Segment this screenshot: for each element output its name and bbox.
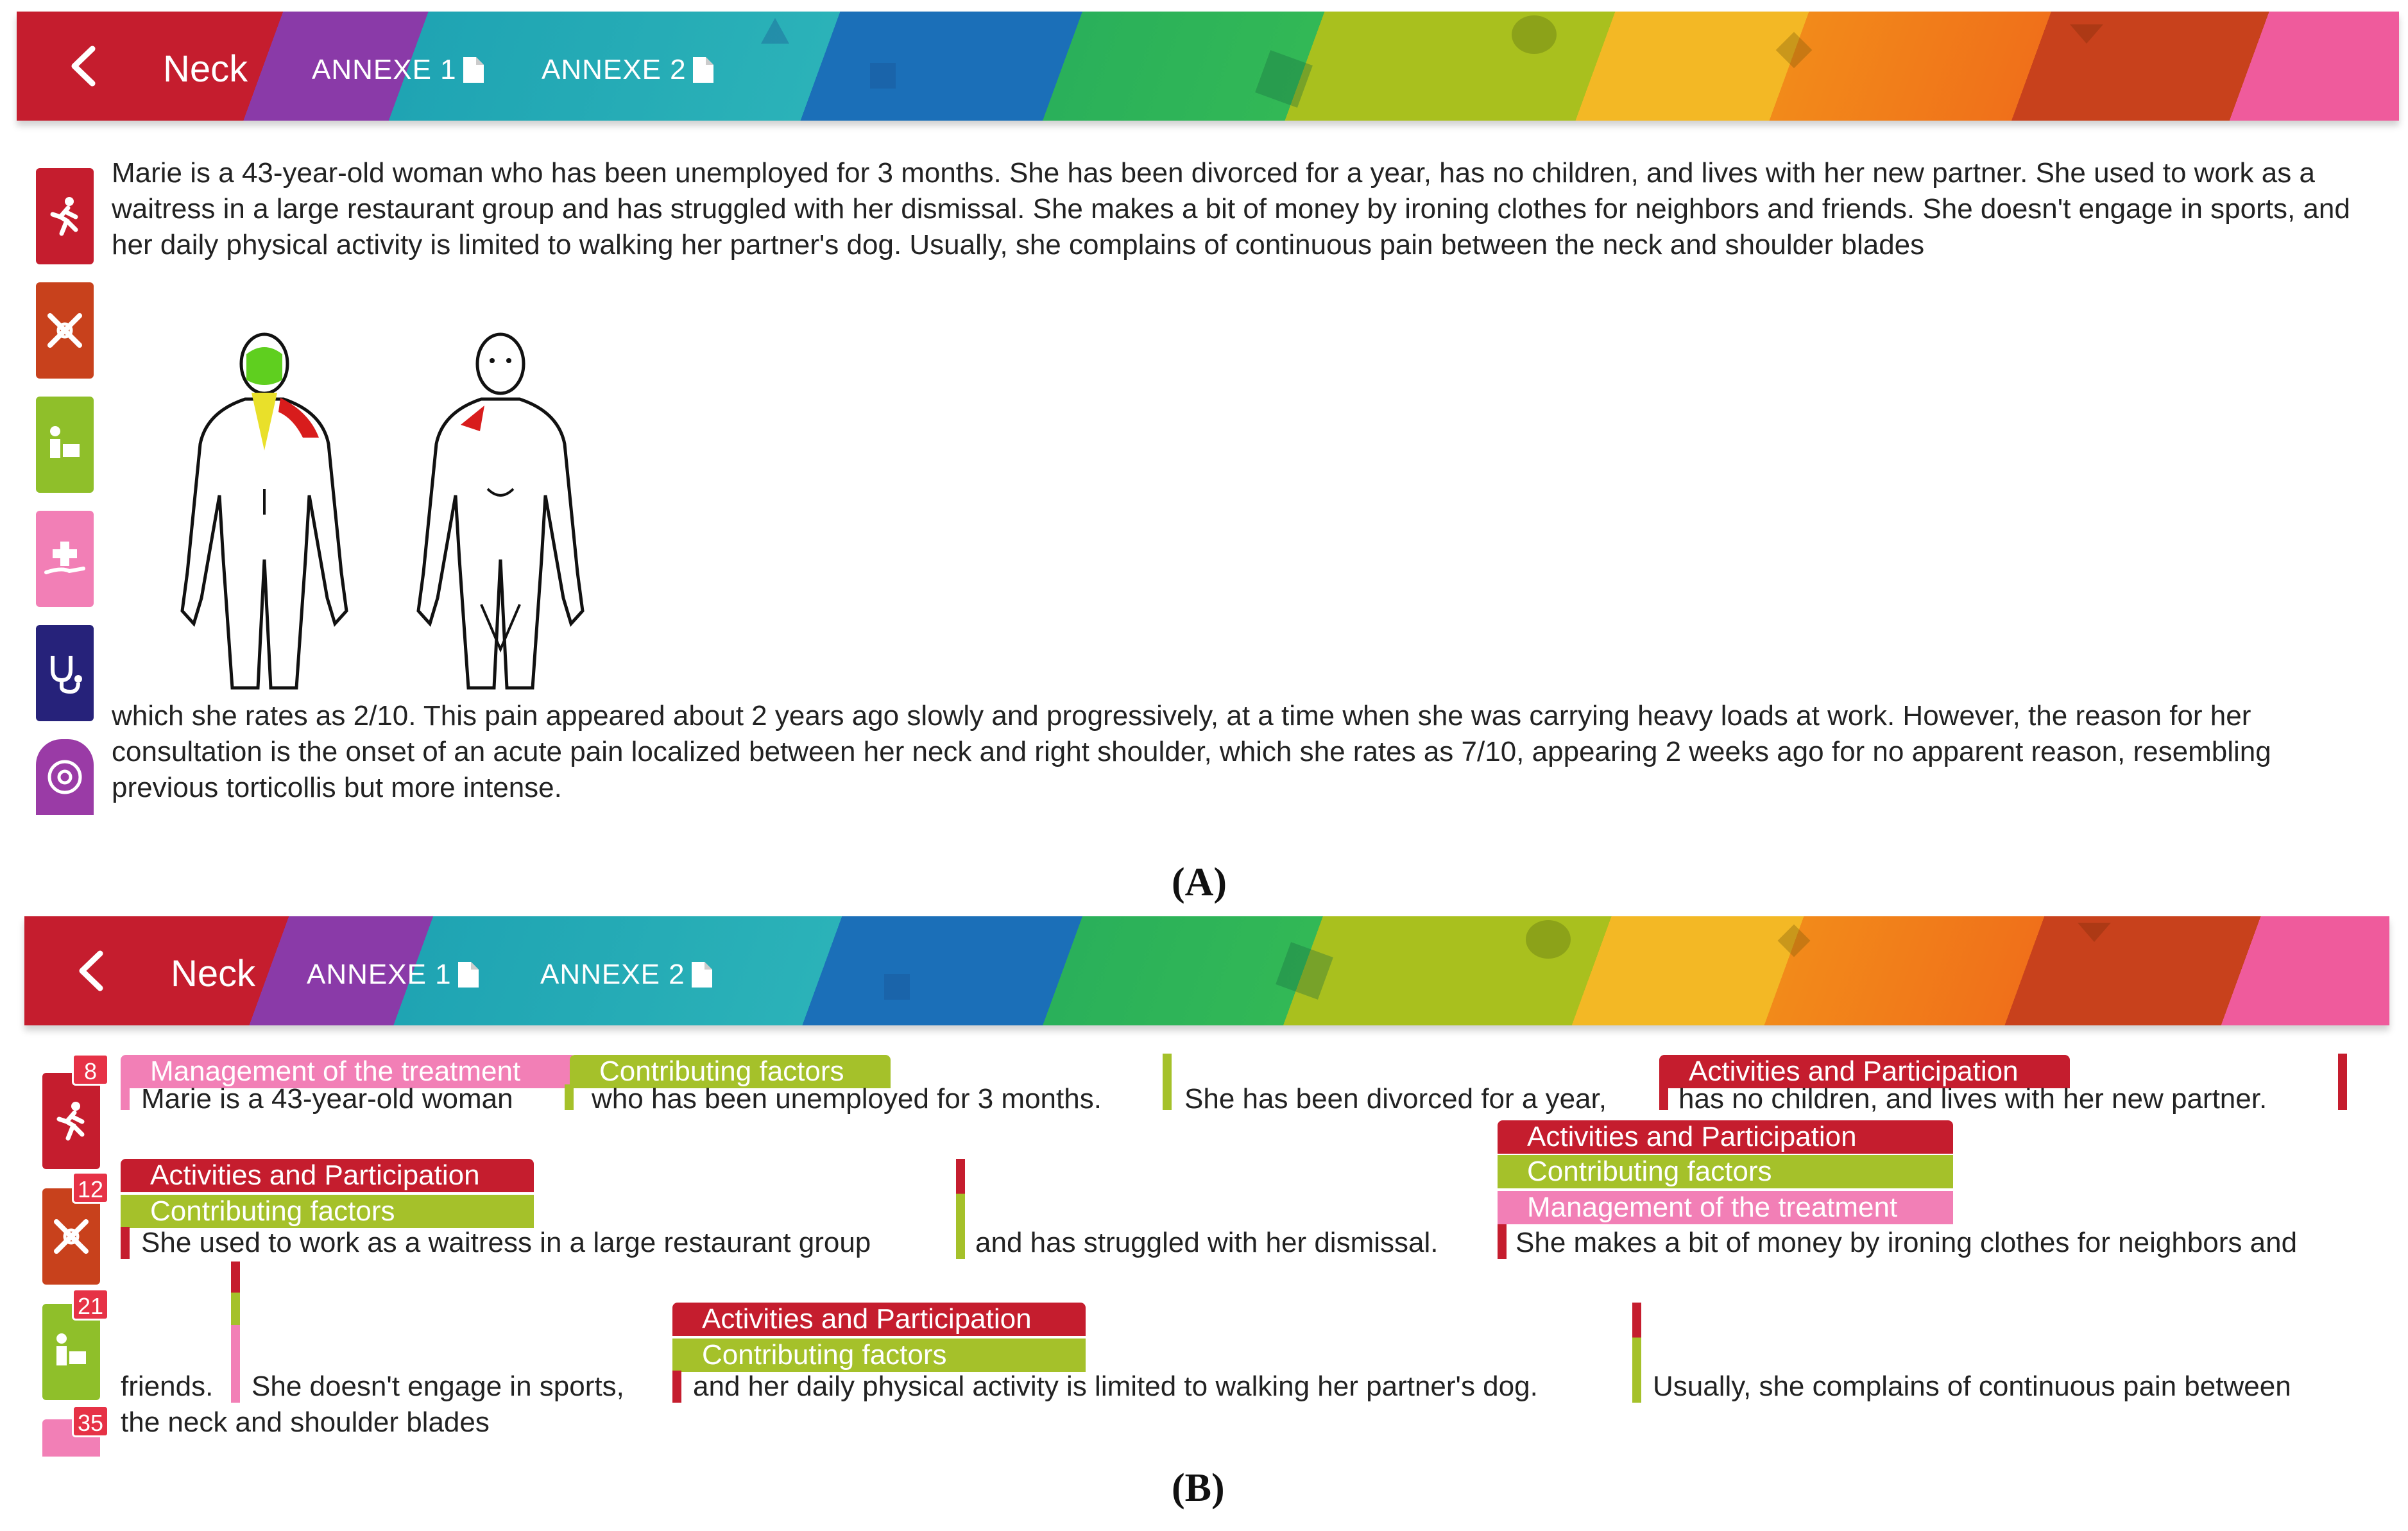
tag-contributing[interactable]: Contributing factors — [1498, 1155, 1953, 1188]
tag-management[interactable]: Management of the treatment — [121, 1055, 576, 1088]
segment-marker-green — [1163, 1054, 1172, 1110]
annotated-segment: who has been unemployed for 3 months. — [592, 1083, 1102, 1115]
broken-tools-icon — [54, 1219, 89, 1254]
segment-marker-green — [565, 1084, 574, 1110]
annexe-1-label: ANNEXE 1 — [307, 959, 452, 990]
sidebar-medical-button[interactable] — [36, 625, 94, 721]
tag-activities[interactable]: Activities and Participation — [1498, 1120, 1953, 1154]
count-badge: 8 — [72, 1054, 109, 1086]
document-icon — [463, 57, 484, 83]
document-icon — [457, 962, 479, 988]
segment-marker-red-green — [1632, 1303, 1641, 1403]
count-badge: 21 — [72, 1288, 109, 1321]
page-title: Neck — [171, 953, 256, 995]
stethoscope-icon — [51, 656, 82, 694]
case-paragraph-2: which she rates as 2/10. This pain appea… — [112, 700, 2271, 803]
annotated-segment: She has been divorced for a year, — [1184, 1083, 1607, 1115]
segment-marker-red-green — [956, 1159, 965, 1259]
running-person-icon — [50, 197, 78, 236]
broken-tools-icon — [47, 313, 82, 348]
segment-marker-red — [1498, 1224, 1507, 1259]
back-arrow-icon[interactable] — [63, 942, 121, 1000]
annotated-segment: has no children, and lives with her new … — [1678, 1083, 2267, 1115]
tag-contributing[interactable]: Contributing factors — [672, 1339, 1086, 1372]
annexe-1-link[interactable]: ANNEXE 1 — [307, 959, 480, 991]
pain-body-chart-back — [180, 332, 348, 690]
tag-activities[interactable]: Activities and Participation — [1659, 1055, 2070, 1088]
app-header-a: Neck ANNEXE 1 ANNEXE 2 — [17, 12, 2399, 121]
segment-marker-pink — [121, 1084, 130, 1110]
running-person-icon — [56, 1102, 85, 1141]
caring-hand-icon — [44, 542, 85, 574]
back-arrow-icon[interactable] — [55, 37, 113, 95]
annotated-segment: the neck and shoulder blades — [121, 1407, 490, 1438]
annotated-segment: friends. — [121, 1371, 214, 1402]
app-header-b: Neck ANNEXE 1 ANNEXE 2 — [24, 916, 2389, 1025]
worker-icon — [56, 1333, 86, 1365]
tag-contributing[interactable]: Contributing factors — [121, 1195, 534, 1228]
sidebar-tools-button[interactable] — [42, 1188, 100, 1285]
tag-contributing[interactable]: Contributing factors — [570, 1055, 891, 1088]
tag-activities[interactable]: Activities and Participation — [672, 1303, 1086, 1336]
tag-activities[interactable]: Activities and Participation — [121, 1159, 534, 1192]
annotated-segment: and has struggled with her dismissal. — [975, 1227, 1439, 1258]
segment-marker-red-green-pink — [231, 1262, 240, 1403]
segment-marker-red — [672, 1371, 681, 1403]
annexe-2-link[interactable]: ANNEXE 2 — [540, 959, 713, 991]
annotated-segment: Usually, she complains of continuous pai… — [1653, 1371, 2291, 1402]
annexe-2-link[interactable]: ANNEXE 2 — [542, 54, 715, 86]
case-paragraph-1: Marie is a 43-year-old woman who has bee… — [112, 157, 2350, 261]
annexe-1-label: ANNEXE 1 — [312, 54, 457, 85]
sidebar-work-button[interactable] — [36, 397, 94, 493]
tag-management[interactable]: Management of the treatment — [1498, 1191, 1953, 1224]
sidebar-activity-button[interactable] — [42, 1073, 100, 1169]
worker-icon — [50, 426, 80, 458]
pain-body-chart-front — [416, 332, 585, 690]
annotated-segment: Marie is a 43-year-old woman — [141, 1083, 513, 1115]
count-badge: 35 — [72, 1405, 109, 1437]
annotated-segment: She used to work as a waitress in a larg… — [141, 1227, 871, 1258]
segment-marker-red — [2338, 1054, 2347, 1110]
annotated-segment: She doesn't engage in sports, — [252, 1371, 624, 1402]
sidebar-tools-button[interactable] — [36, 282, 94, 379]
figure-caption-b: (B) — [1172, 1466, 1225, 1510]
annotated-segment: She makes a bit of money by ironing clot… — [1516, 1227, 2298, 1258]
page-title: Neck — [163, 48, 248, 90]
document-icon — [692, 57, 713, 83]
annexe-2-label: ANNEXE 2 — [542, 54, 687, 85]
annotated-segment: and her daily physical activity is limit… — [693, 1371, 1538, 1402]
annexe-1-link[interactable]: ANNEXE 1 — [312, 54, 485, 86]
sidebar-psychology-button[interactable] — [36, 739, 94, 815]
annexe-2-label: ANNEXE 2 — [540, 959, 685, 990]
count-badge: 12 — [72, 1172, 109, 1204]
sidebar-activity-button[interactable] — [36, 168, 94, 264]
document-icon — [691, 962, 712, 988]
segment-marker-red — [1659, 1084, 1668, 1110]
psychology-icon — [47, 760, 82, 794]
segment-marker-red — [121, 1227, 130, 1259]
figure-caption-a: (A) — [1172, 860, 1227, 904]
sidebar-care-button[interactable] — [36, 511, 94, 607]
